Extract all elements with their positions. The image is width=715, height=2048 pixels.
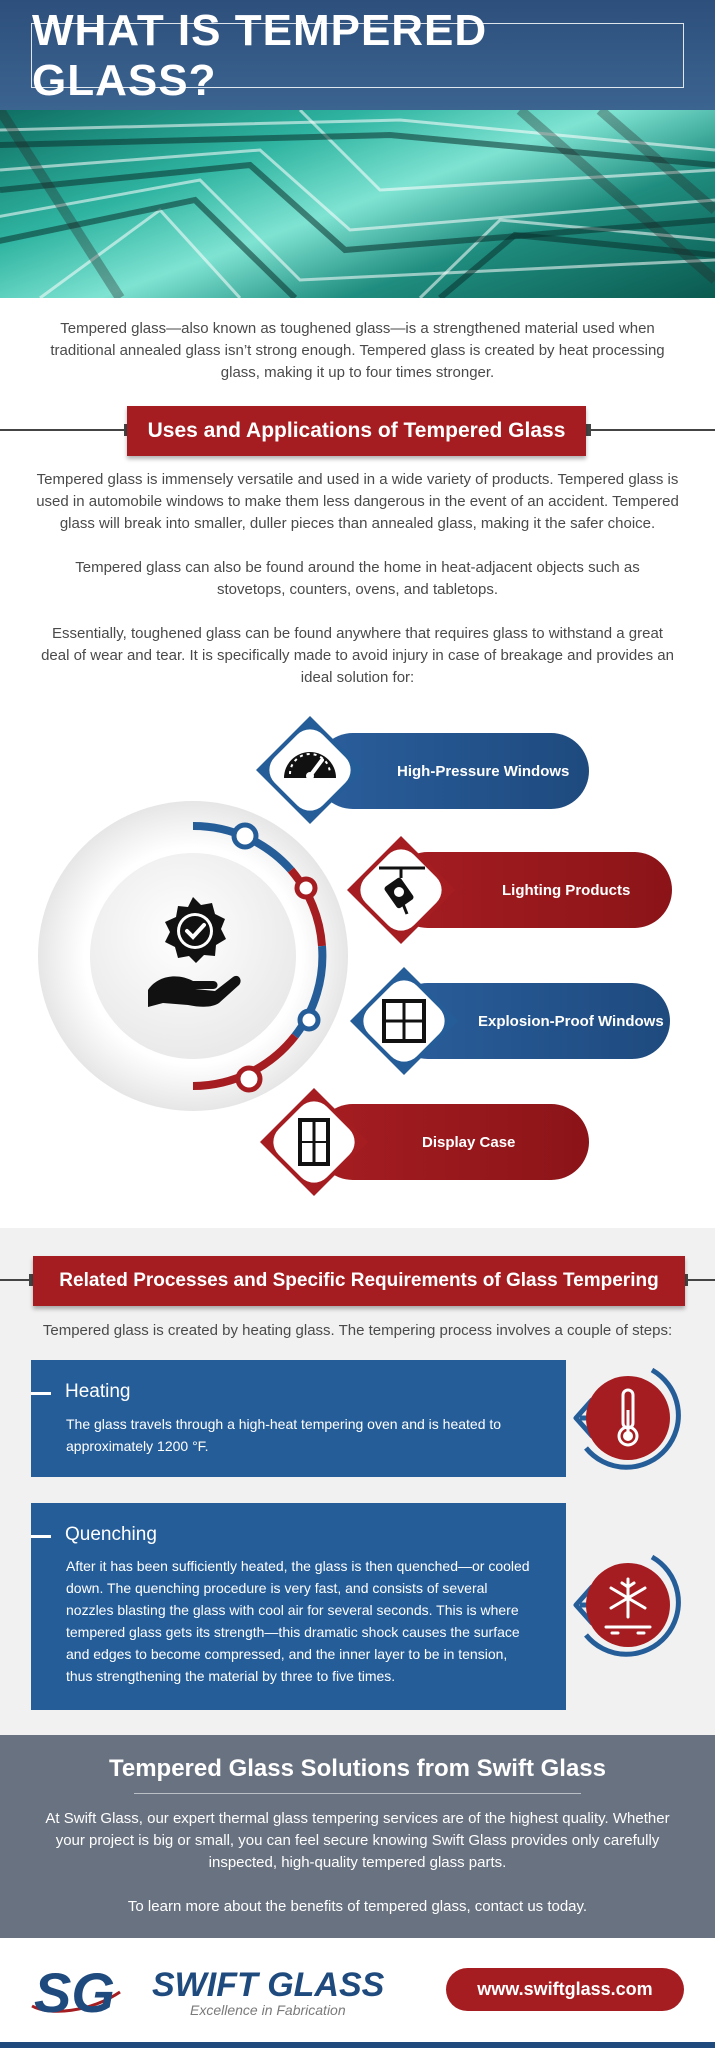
uses-paragraph-2: Tempered glass can also be found around … [75, 559, 640, 598]
step-title: Heating [65, 1381, 131, 1402]
thermometer-icon [540, 1366, 685, 1478]
applications-diagram: High-Pressure Windows Lighting Products … [0, 690, 715, 1220]
footer: SG SWIFT GLASS Excellence in Fabrication… [0, 1938, 715, 2048]
process-intro: Tempered glass is created by heating gla… [42, 1322, 673, 1339]
step-body: The glass travels through a high-heat te… [66, 1416, 502, 1454]
logo-tagline: Excellence in Fabrication [190, 2002, 346, 2018]
hero-banner: WHAT IS TEMPERED GLASS? [0, 0, 715, 298]
window-icon [346, 963, 462, 1079]
spotlight-icon [343, 832, 459, 948]
uses-paragraph-3: Essentially, toughened glass can be foun… [41, 625, 674, 686]
application-label: Explosion-Proof Windows [478, 1012, 664, 1030]
process-heading: Related Processes and Specific Requireme… [33, 1256, 685, 1306]
solutions-paragraph-2: To learn more about the benefits of temp… [127, 1898, 588, 1915]
application-label: High-Pressure Windows [397, 762, 570, 780]
solutions-paragraph-1: At Swift Glass, our expert thermal glass… [45, 1810, 670, 1871]
application-label: Display Case [422, 1133, 516, 1151]
hero-title-frame: WHAT IS TEMPERED GLASS? [31, 6, 684, 105]
swift-glass-logo[interactable]: SG SWIFT GLASS Excellence in Fabrication [30, 1961, 400, 2024]
logo-name: SWIFT GLASS [152, 1966, 385, 2004]
step-dash [31, 1535, 51, 1538]
page-title: WHAT IS TEMPERED GLASS? [32, 5, 488, 105]
uses-paragraph-1: Tempered glass is immensely versatile an… [36, 471, 679, 532]
hero-glass-image [0, 110, 715, 298]
step-card-heating: Heating The glass travels through a high… [31, 1360, 566, 1477]
solutions-section: Tempered Glass Solutions from Swift Glas… [0, 1735, 715, 1938]
logo-mark: SG [34, 1962, 115, 2022]
uses-heading: Uses and Applications of Tempered Glass [127, 406, 586, 456]
footer-bar [0, 2042, 715, 2048]
step-dash [31, 1392, 51, 1395]
process-section: Related Processes and Specific Requireme… [0, 1228, 715, 1735]
application-item-high-pressure-windows: High-Pressure Windows [315, 733, 589, 809]
hand-badge-check-icon [143, 895, 243, 1015]
snowflake-icon [540, 1553, 685, 1665]
step-title: Quenching [65, 1524, 157, 1545]
display-case-icon [256, 1084, 372, 1200]
intro-text: Tempered glass—also known as toughened g… [50, 320, 665, 381]
step-body: After it has been sufficiently heated, t… [66, 1558, 530, 1684]
gauge-icon [252, 712, 368, 828]
solutions-rule [134, 1793, 581, 1794]
application-label: Lighting Products [502, 881, 631, 899]
step-card-quenching: Quenching After it has been sufficiently… [31, 1503, 566, 1710]
website-url-button[interactable]: www.swiftglass.com [446, 1968, 684, 2011]
solutions-title: Tempered Glass Solutions from Swift Glas… [108, 1755, 606, 1782]
